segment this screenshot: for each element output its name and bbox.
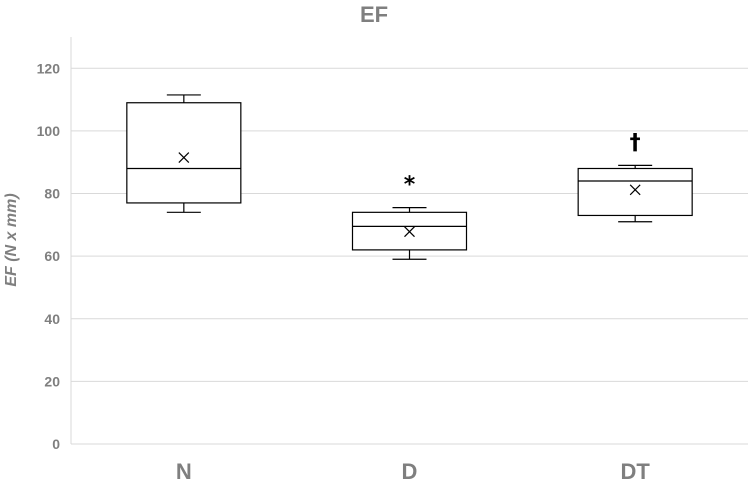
- y-tick-label-0: 0: [52, 436, 60, 452]
- boxes: *†: [126, 94, 693, 260]
- box-iqr: [577, 167, 693, 217]
- x-axis-ticks: N D DT: [176, 459, 651, 481]
- y-axis-ticks: 0 20 40 60 80 100 120: [37, 60, 61, 452]
- x-tick-label-d: D: [402, 459, 418, 481]
- y-tick-label-120: 120: [37, 60, 61, 76]
- mean-marker-stroke-2: [178, 152, 190, 163]
- chart-title: EF: [360, 2, 388, 27]
- mean-marker: [178, 152, 190, 163]
- x-tick-label-dt: DT: [621, 459, 651, 481]
- y-tick-label-80: 80: [44, 186, 60, 202]
- mean-marker-stroke-2: [404, 226, 415, 238]
- box-d: *: [351, 173, 468, 260]
- box-dt: †: [577, 130, 693, 223]
- y-axis-label: EF (N x mm): [3, 193, 20, 286]
- y-tick-label-40: 40: [44, 311, 60, 327]
- mean-marker-stroke-2: [629, 184, 641, 196]
- significance-annotation: †: [630, 130, 641, 155]
- significance-annotation: *: [404, 173, 416, 198]
- mean-marker: [629, 184, 641, 196]
- box-n: [126, 94, 242, 213]
- x-tick-label-n: N: [176, 459, 192, 481]
- y-tick-label-20: 20: [44, 373, 60, 389]
- y-tick-label-60: 60: [44, 248, 60, 264]
- mean-marker: [404, 226, 415, 238]
- box-iqr: [126, 102, 242, 204]
- y-tick-label-100: 100: [37, 123, 61, 139]
